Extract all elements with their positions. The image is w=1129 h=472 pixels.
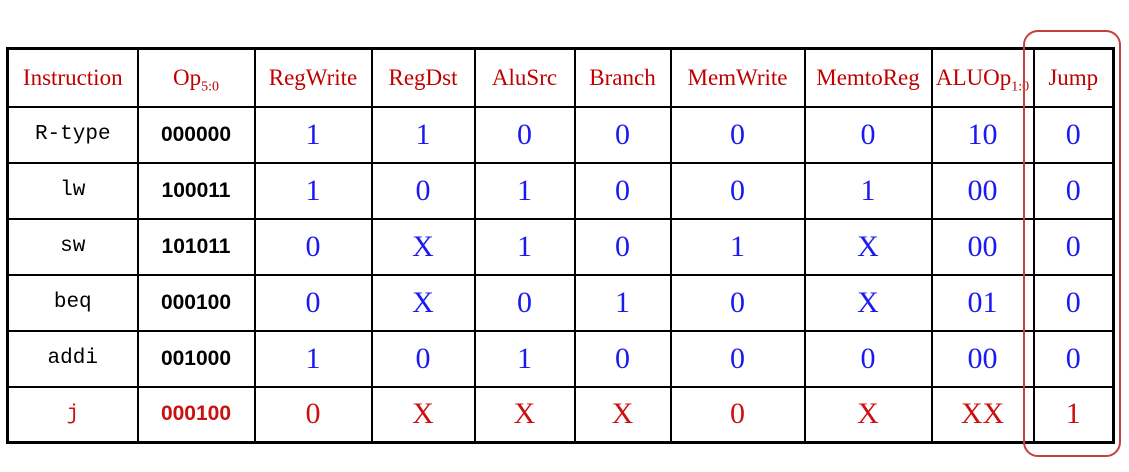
signal-cell: 0 xyxy=(1032,105,1115,164)
instruction-cell: addi xyxy=(6,329,139,388)
opcode-cell: 101011 xyxy=(136,217,256,276)
signal-cell: 0 xyxy=(253,385,373,444)
signal-cell: 0 xyxy=(669,161,806,220)
instruction-cell: lw xyxy=(6,161,139,220)
col-header-instruction: Instruction xyxy=(6,47,139,108)
signal-cell: 00 xyxy=(930,329,1035,388)
signal-cell: 0 xyxy=(1032,217,1115,276)
signal-cell: X xyxy=(573,385,672,444)
table-header-row: Instruction Op5:0 RegWrite RegDst AluSrc Bran… xyxy=(6,47,1115,108)
signal-cell: 0 xyxy=(1032,161,1115,220)
col-header-label: Op xyxy=(172,64,202,90)
col-header-alusrc: AluSrc xyxy=(473,47,576,108)
col-header-jump: Jump xyxy=(1032,47,1115,108)
col-header-regwrite: RegWrite xyxy=(253,47,373,108)
opcode-cell: 100011 xyxy=(136,161,256,220)
signal-cell: 0 xyxy=(669,105,806,164)
signal-cell: 0 xyxy=(253,273,373,332)
opcode-cell: 000100 xyxy=(136,273,256,332)
instruction-cell: beq xyxy=(6,273,139,332)
signal-cell: 0 xyxy=(573,161,672,220)
opcode-cell: 000100 xyxy=(136,385,256,444)
signal-cell: 1 xyxy=(803,161,933,220)
col-header-branch: Branch xyxy=(573,47,672,108)
signal-cell: 1 xyxy=(473,217,576,276)
col-header-memtoreg: MemtoReg xyxy=(803,47,933,108)
signal-cell: 10 xyxy=(930,105,1035,164)
signal-cell: 0 xyxy=(669,273,806,332)
col-header-label: MemWrite xyxy=(687,64,788,90)
signal-cell: 00 xyxy=(930,161,1035,220)
col-header-label: AluSrc xyxy=(491,64,558,90)
signal-cell: X xyxy=(370,273,476,332)
signal-cell: 0 xyxy=(1032,329,1115,388)
signal-cell: X xyxy=(803,273,933,332)
col-header-label: Branch xyxy=(589,64,656,90)
col-header-label: ALUOp xyxy=(935,64,1012,90)
col-header-subscript: 5:0 xyxy=(201,79,219,95)
signal-cell: 1 xyxy=(473,329,576,388)
instruction-cell: j xyxy=(6,385,139,444)
signal-cell: X xyxy=(803,385,933,444)
signal-cell: 1 xyxy=(669,217,806,276)
instruction-cell: R-type xyxy=(6,105,139,164)
signal-cell: 0 xyxy=(473,105,576,164)
col-header-label: MemtoReg xyxy=(816,64,920,90)
control-signal-table: Instruction Op5:0 RegWrite RegDst AluSrc Bran… xyxy=(6,47,1115,444)
signal-cell: X xyxy=(473,385,576,444)
col-header-op: Op5:0 xyxy=(136,47,256,108)
col-header-regdst: RegDst xyxy=(370,47,476,108)
signal-cell: 1 xyxy=(370,105,476,164)
signal-cell: 0 xyxy=(803,329,933,388)
col-header-label: Instruction xyxy=(22,64,123,90)
signal-cell: 0 xyxy=(803,105,933,164)
signal-cell: 0 xyxy=(370,329,476,388)
signal-cell: 1 xyxy=(573,273,672,332)
opcode-cell: 001000 xyxy=(136,329,256,388)
signal-cell: 1 xyxy=(253,105,373,164)
instruction-cell: sw xyxy=(6,217,139,276)
col-header-label: RegDst xyxy=(388,64,458,90)
signal-cell: 0 xyxy=(573,217,672,276)
signal-cell: 0 xyxy=(253,217,373,276)
col-header-memwrite: MemWrite xyxy=(669,47,806,108)
signal-cell: 0 xyxy=(573,329,672,388)
signal-cell: 1 xyxy=(473,161,576,220)
signal-cell: XX xyxy=(930,385,1035,444)
signal-cell: X xyxy=(370,217,476,276)
opcode-cell: 000000 xyxy=(136,105,256,164)
col-header-aluop: ALUOp1:0 xyxy=(930,47,1035,108)
signal-cell: 0 xyxy=(1032,273,1115,332)
signal-cell: 0 xyxy=(669,385,806,444)
signal-cell: 0 xyxy=(370,161,476,220)
signal-cell: 01 xyxy=(930,273,1035,332)
col-header-label: Jump xyxy=(1048,64,1099,90)
signal-cell: 0 xyxy=(573,105,672,164)
signal-cell: X xyxy=(803,217,933,276)
signal-cell: X xyxy=(370,385,476,444)
col-header-label: RegWrite xyxy=(268,64,358,90)
col-header-subscript: 1:0 xyxy=(1011,79,1030,95)
signal-cell: 00 xyxy=(930,217,1035,276)
signal-cell: 0 xyxy=(669,329,806,388)
signal-cell: 0 xyxy=(473,273,576,332)
signal-cell: 1 xyxy=(1032,385,1115,444)
signal-cell: 1 xyxy=(253,329,373,388)
signal-cell: 1 xyxy=(253,161,373,220)
